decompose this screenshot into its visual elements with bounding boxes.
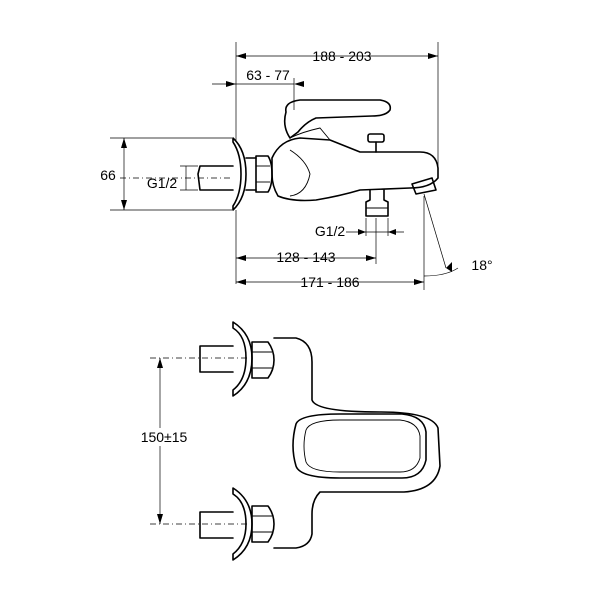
- spout-inner: [303, 419, 421, 473]
- spout-aerator: [411, 177, 437, 195]
- lower-inlet-pipe: [199, 511, 234, 539]
- dim-handle-offset: 63 - 77: [246, 67, 290, 83]
- arrow: [121, 200, 127, 210]
- diverter-knob[interactable]: [367, 133, 385, 143]
- upper-inlet-pipe: [199, 345, 234, 373]
- dim-outlet-thread: G1/2: [315, 223, 346, 239]
- arrow: [428, 53, 438, 59]
- angle-arc: [423, 267, 459, 277]
- arrow: [121, 138, 127, 148]
- upper-rosette: [232, 321, 253, 397]
- arrow: [446, 262, 452, 272]
- arrow: [414, 279, 424, 285]
- arrow: [226, 81, 236, 87]
- lower-rosette: [232, 487, 253, 561]
- dim-centre-distance: 150±15: [141, 429, 188, 445]
- arrow: [388, 229, 396, 235]
- arrow: [157, 514, 163, 524]
- mixer-bar: [273, 337, 441, 549]
- top-view: 150±15: [132, 321, 441, 561]
- label-backdrop: [132, 428, 190, 446]
- arrow: [236, 53, 246, 59]
- dim-overall-length: 188 - 203: [312, 48, 371, 64]
- arrow: [157, 358, 163, 368]
- side-view: 188 - 203 63 - 77 66 G1/2 G1/2 128 - 143: [100, 42, 493, 290]
- lever-handle: [283, 99, 392, 139]
- body-curve: [289, 149, 311, 197]
- lower-connection-nut: [251, 505, 275, 543]
- dim-spout-length: 171 - 186: [300, 274, 359, 290]
- spout-top: [292, 413, 427, 479]
- lever-base: [289, 127, 331, 141]
- spout-angle-line: [423, 193, 447, 269]
- inlet-pipe: [197, 165, 234, 191]
- dim-height: 66: [100, 167, 116, 183]
- mixer-body: [271, 137, 439, 202]
- shower-outlet: [365, 189, 389, 217]
- dim-spout-angle: 18°: [471, 257, 492, 273]
- arrow: [358, 229, 366, 235]
- arrow: [294, 81, 304, 87]
- arrow: [236, 279, 246, 285]
- connection-nut: [255, 155, 273, 193]
- dim-inlet-thread: G1/2: [147, 175, 178, 191]
- wall-rosette: [232, 137, 247, 211]
- upper-connection-nut: [251, 341, 275, 379]
- arrow: [236, 255, 246, 261]
- arrow: [366, 255, 376, 261]
- dim-outlet-position: 128 - 143: [276, 249, 335, 265]
